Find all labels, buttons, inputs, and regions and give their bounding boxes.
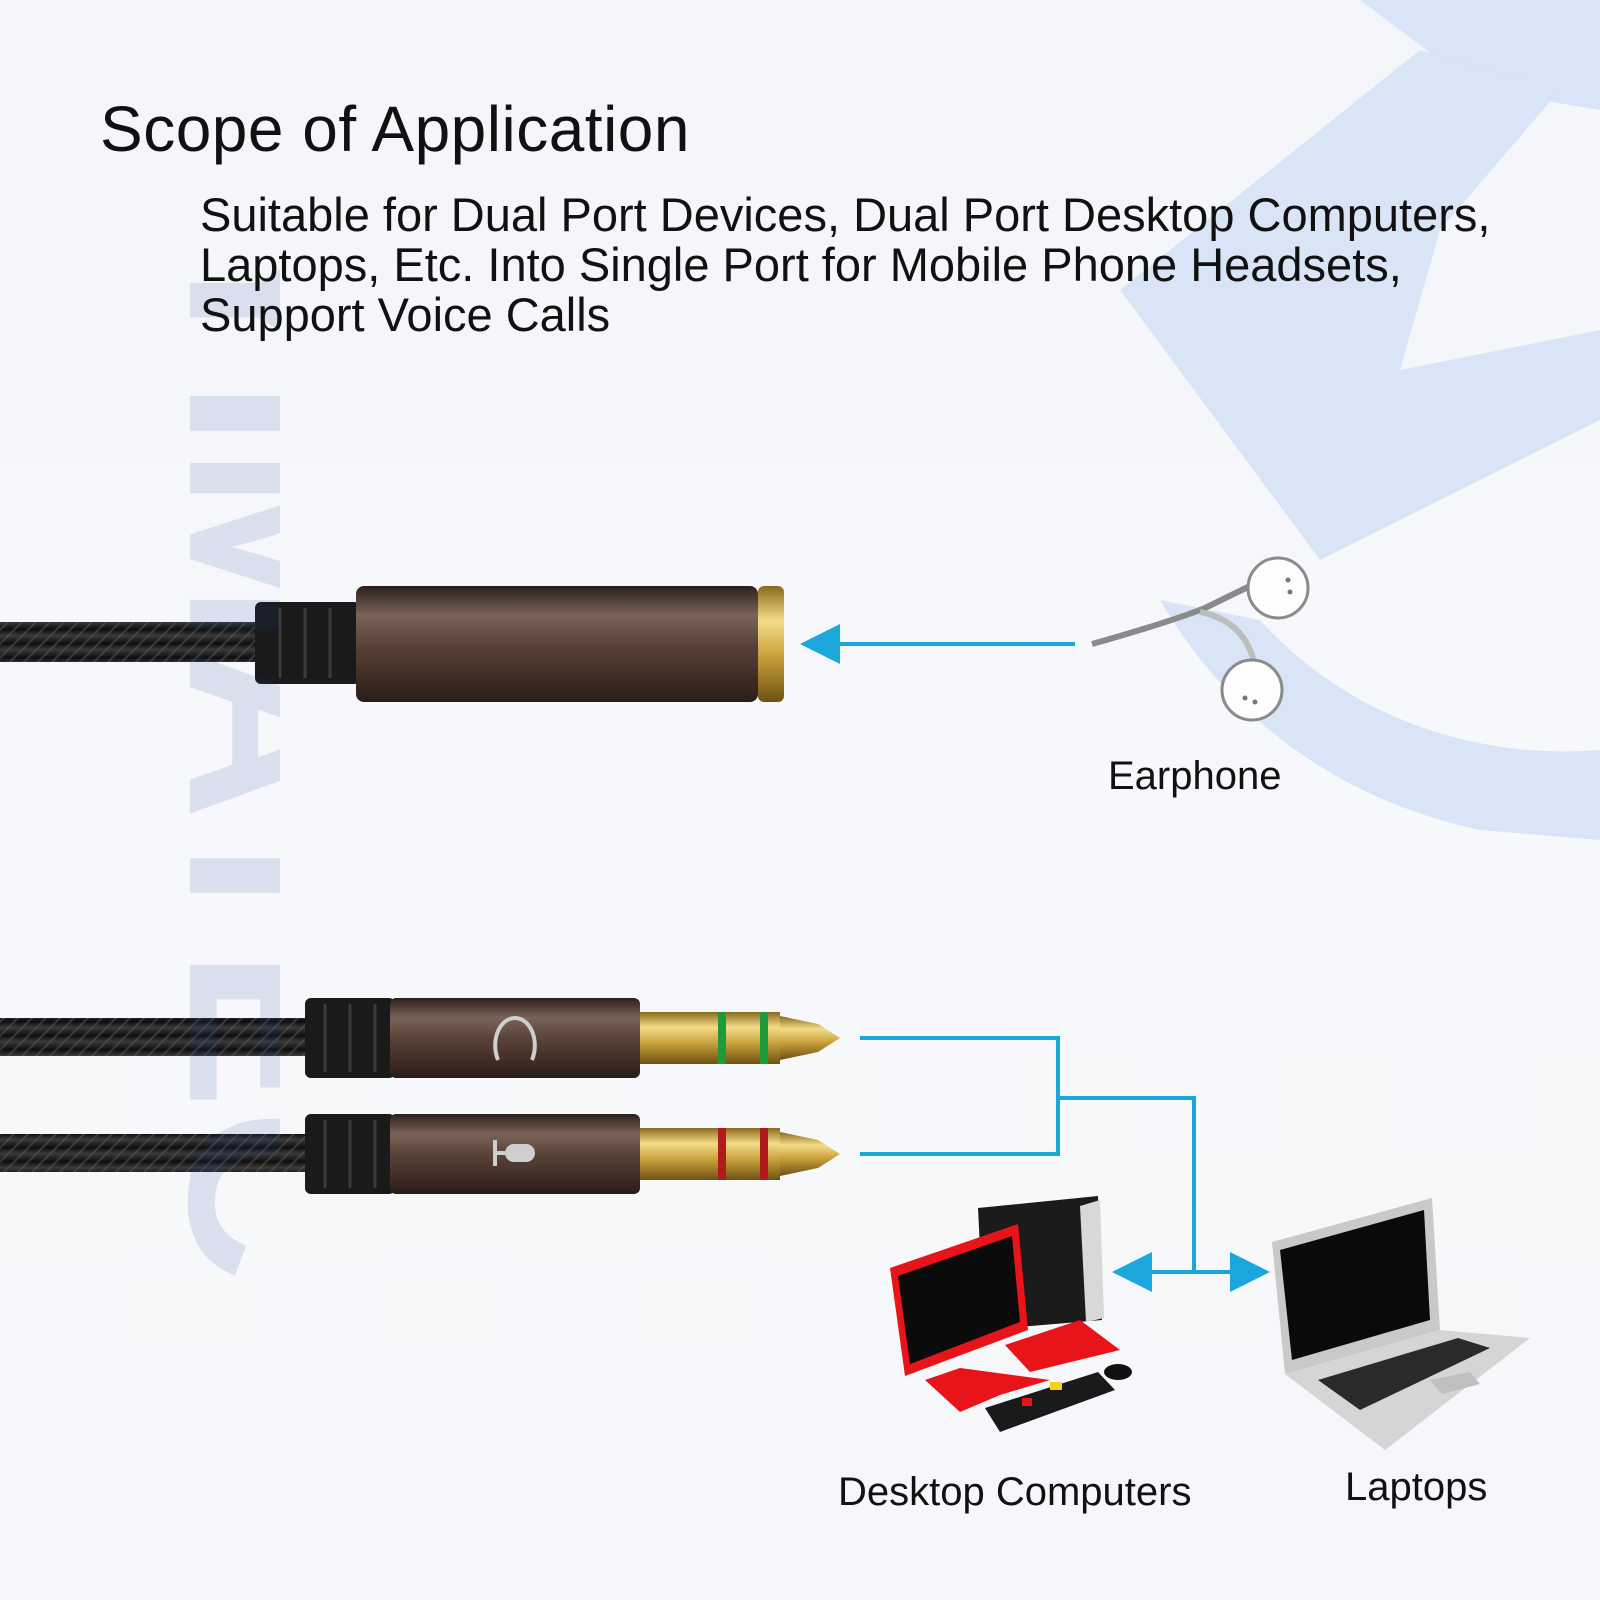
earphone-icon bbox=[1091, 556, 1310, 722]
laptop-icon bbox=[1272, 1198, 1530, 1450]
description: Suitable for Dual Port Devices, Dual Por… bbox=[200, 190, 1490, 340]
description-line: Suitable for Dual Port Devices, Dual Por… bbox=[200, 188, 1491, 241]
headphone-icon bbox=[493, 1015, 537, 1061]
male-plug-microphone bbox=[0, 1114, 840, 1194]
laptop-label: Laptops bbox=[1345, 1465, 1488, 1509]
female-jack bbox=[0, 586, 784, 702]
desktop-label: Desktop Computers bbox=[838, 1470, 1192, 1514]
description-line: Laptops, Etc. Into Single Port for Mobil… bbox=[200, 238, 1402, 291]
earphone-label: Earphone bbox=[1108, 754, 1282, 798]
connector-lines bbox=[860, 1036, 1270, 1292]
male-plug-headphone bbox=[0, 998, 840, 1078]
description-line: Support Voice Calls bbox=[200, 288, 611, 341]
watermark-text: YIMATEC bbox=[139, 220, 280, 1282]
microphone-icon bbox=[493, 1140, 535, 1166]
desktop-computer-icon bbox=[890, 1196, 1132, 1432]
page-title: Scope of Application bbox=[100, 93, 690, 165]
accent-shape bbox=[1120, 0, 1600, 840]
brand-watermark: YIMATEC bbox=[139, 220, 280, 1282]
